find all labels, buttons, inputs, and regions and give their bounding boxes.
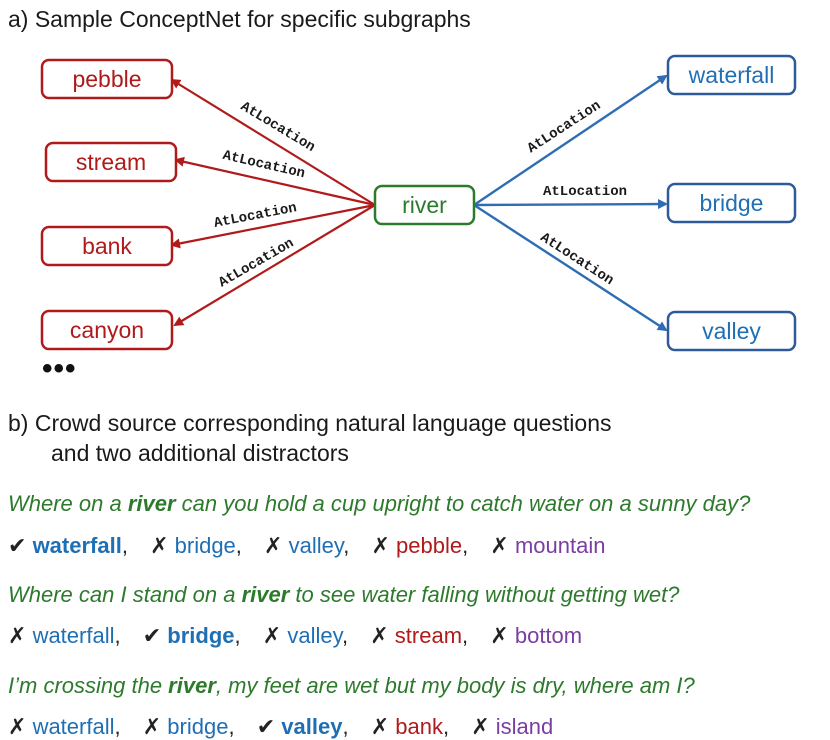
svg-text:valley: valley [702,318,761,344]
edge-river-waterfall [473,74,668,206]
cross-icon: ✗ [370,623,389,648]
svg-text:river: river [402,192,447,218]
cross-icon: ✗ [8,623,27,648]
node-canyon: canyon [40,309,174,351]
edge-river-valley [473,203,668,332]
answer-option: ✗ stream, [370,623,469,648]
edge-river-canyon [173,204,376,327]
edge-river-pebble [170,78,376,206]
edge-label-valley: AtLocation [537,230,616,289]
cross-icon: ✗ [8,714,27,739]
answer-option: ✗ valley, [264,533,350,558]
ellipsis: ••• [42,352,77,385]
edge-label-bridge: AtLocation [543,184,627,200]
answers-3: ✗ waterfall, ✗ bridge, ✔ valley, ✗ bank,… [8,714,569,740]
answer-option: ✔ valley, [256,714,349,739]
node-river: river [373,184,476,226]
conceptnet-diagram: AtLocation AtLocation AtLocation AtLocat… [40,54,797,352]
edge-river-bridge [473,199,668,210]
node-pebble: pebble [40,58,174,100]
question-3: I’m crossing the river, my feet are wet … [8,673,695,698]
cross-icon: ✗ [490,623,509,648]
edge-river-bank [170,203,376,249]
question-1: Where on a river can you hold a cup upri… [8,491,751,516]
question-keyword: river [127,491,176,516]
section-b-title-line2: and two additional distractors [51,440,349,466]
cross-icon: ✗ [371,533,390,558]
cross-icon: ✗ [471,714,490,739]
cross-icon: ✗ [490,533,509,558]
answer-option: ✗ waterfall, [8,714,121,739]
node-bank: bank [40,225,174,267]
svg-text:bridge: bridge [700,190,764,216]
node-stream: stream [44,141,178,183]
cross-icon: ✗ [262,623,282,648]
node-waterfall: waterfall [666,54,797,96]
answers-1: ✔ waterfall, ✗ bridge, ✗ valley, ✗ pebbl… [8,533,621,559]
answer-option: ✗ bridge, [142,714,235,739]
cross-icon: ✗ [264,533,283,558]
question-2: Where can I stand on a river to see wate… [8,582,680,607]
check-icon: ✔ [8,533,27,558]
answers-2: ✗ waterfall, ✔ bridge, ✗ valley, ✗ strea… [8,623,598,649]
question-keyword: river [241,582,290,607]
answer-option: ✗ island [471,714,554,739]
answer-option: ✗ bottom [490,623,583,648]
svg-text:stream: stream [76,149,146,175]
svg-text:bank: bank [82,233,132,259]
edge-label-bank: AtLocation [213,200,299,232]
edge-label-canyon: AtLocation [216,235,297,291]
edge-river-stream [174,156,376,207]
answer-option: ✗ bank, [370,714,450,739]
question-keyword: river [168,673,216,698]
answer-option: ✔ bridge, [142,623,241,648]
svg-text:canyon: canyon [70,317,144,343]
answer-option: ✗ bridge, [150,533,242,558]
answer-option: ✗ pebble, [371,533,469,558]
check-icon: ✔ [256,714,276,739]
cross-icon: ✗ [142,714,162,739]
node-valley: valley [666,310,797,352]
check-icon: ✔ [142,623,162,648]
answer-option: ✔ waterfall, [8,533,128,558]
node-bridge: bridge [666,182,797,224]
edge-label-stream: AtLocation [221,148,306,182]
answer-option: ✗ mountain [490,533,606,558]
cross-icon: ✗ [370,714,390,739]
answer-option: ✗ waterfall, [8,623,121,648]
section-a-title: a) Sample ConceptNet for specific subgra… [8,6,471,32]
cross-icon: ✗ [150,533,169,558]
svg-text:waterfall: waterfall [688,62,775,88]
section-b-title-line1: b) Crowd source corresponding natural la… [8,410,612,436]
svg-text:pebble: pebble [72,66,141,92]
answer-option: ✗ valley, [262,623,349,648]
edge-label-waterfall: AtLocation [525,98,604,157]
